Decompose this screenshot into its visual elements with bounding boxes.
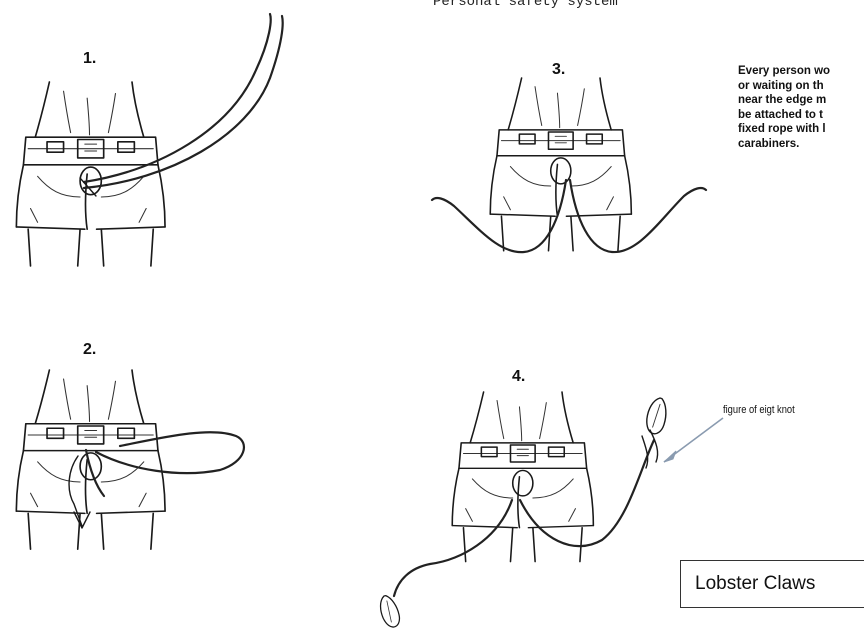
figure-1-harness (16, 14, 282, 266)
carabiner-icon (378, 594, 401, 629)
callout-arrow-icon (664, 418, 723, 462)
figure-2-harness (16, 370, 244, 549)
carabiner-icon (642, 396, 671, 436)
figure-3-harness (432, 78, 706, 252)
figure-4-harness (378, 392, 671, 629)
